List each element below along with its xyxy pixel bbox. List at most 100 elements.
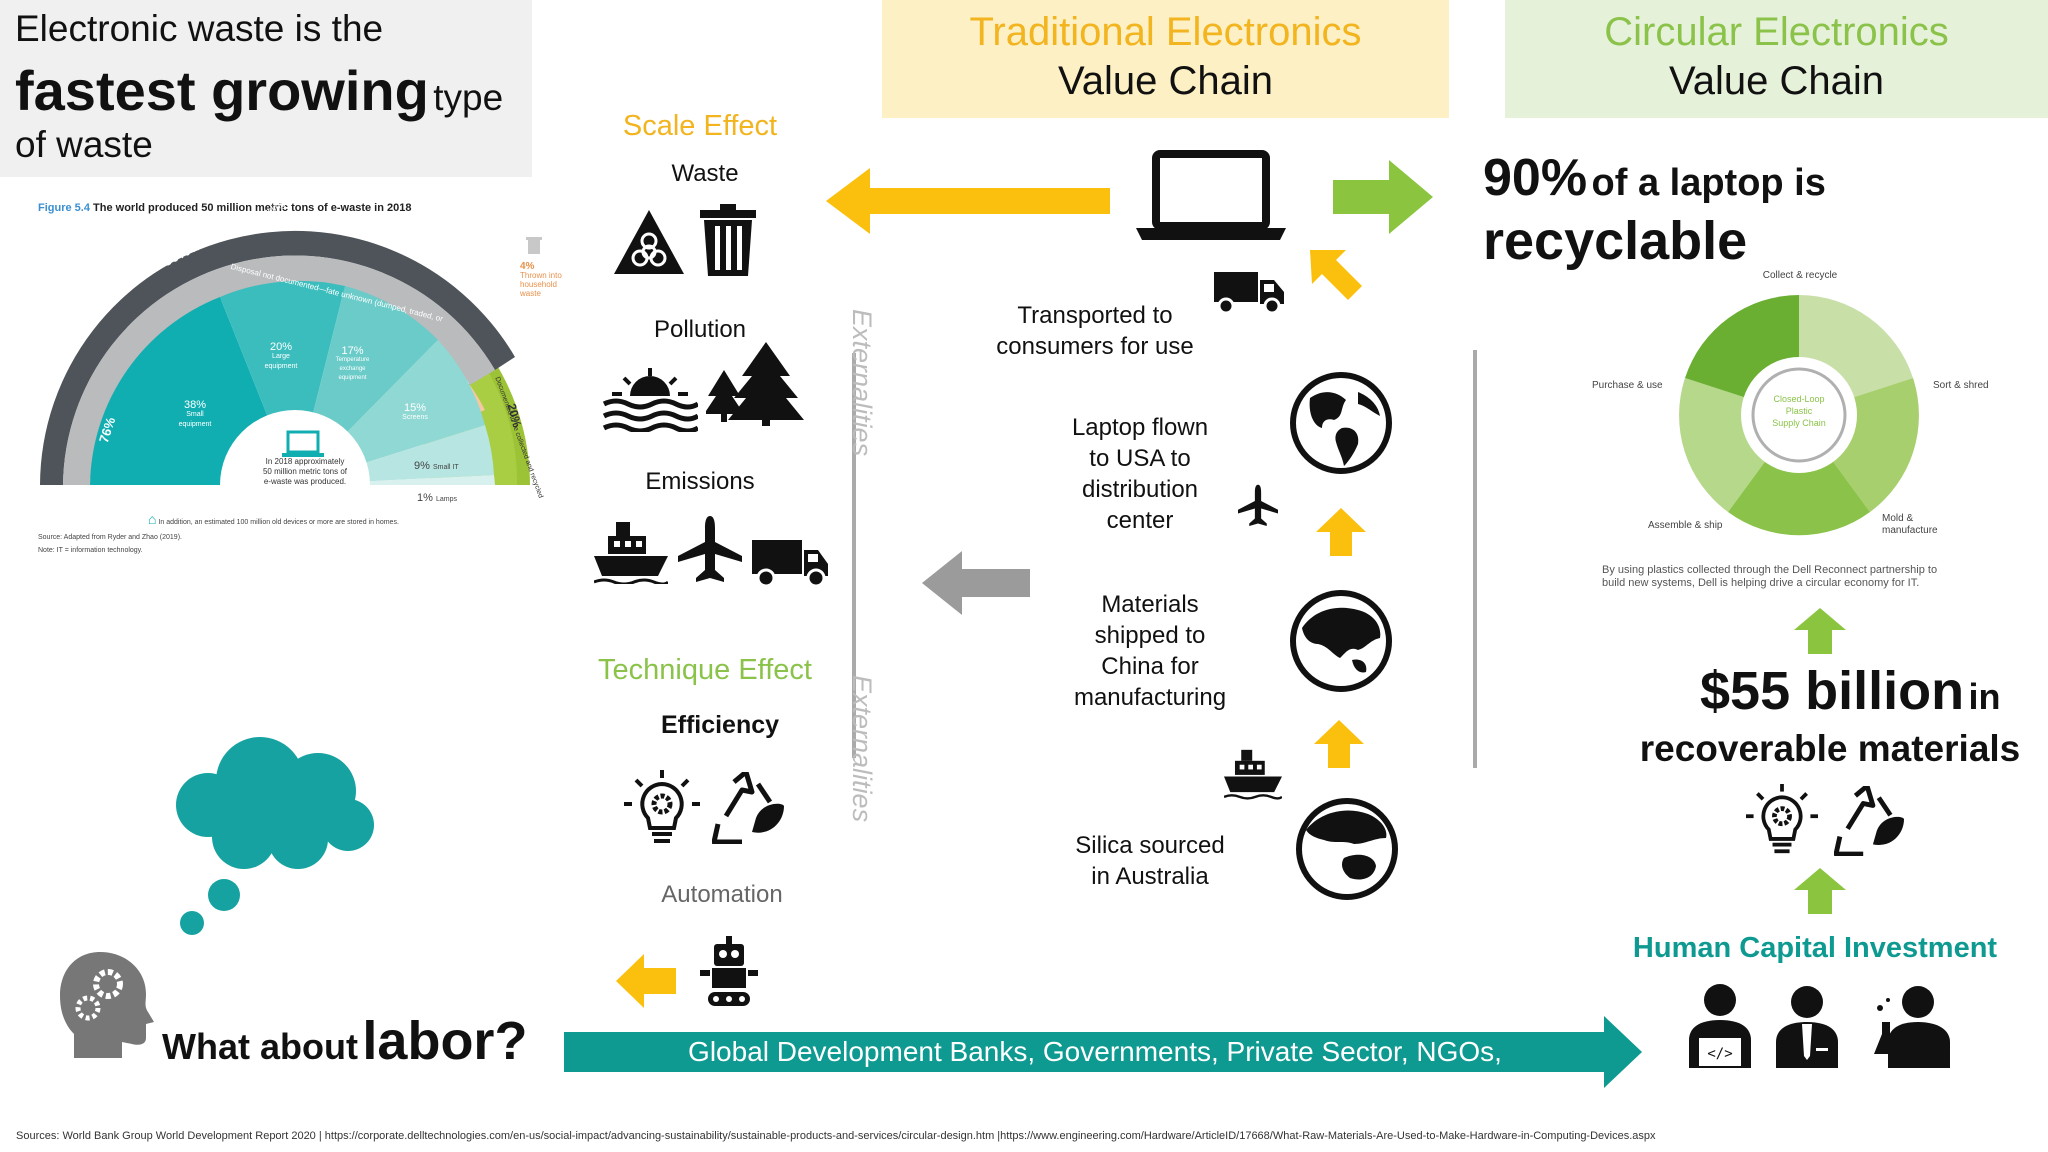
- cycle-bottom-right: Mold & manufacture: [1882, 513, 1938, 537]
- small-trash-icon: [528, 240, 540, 254]
- labor-question: What about labor?: [162, 1010, 527, 1072]
- globe-americas-icon: [1290, 372, 1392, 474]
- figure-note: Note: IT = information technology.: [38, 547, 143, 554]
- billion-amount: $55 billion: [1700, 661, 1965, 721]
- human-capital-title: Human Capital Investment: [1632, 932, 1998, 964]
- seg-screens-pct: 15%: [403, 402, 427, 414]
- headline-big: fastest growing: [15, 59, 429, 122]
- headline-line3: of waste: [15, 124, 153, 165]
- flown-l1: Laptop flown: [1071, 414, 1209, 441]
- cycle-br-l2: manufacture: [1882, 525, 1938, 536]
- development-banner-arrow: [564, 1016, 1642, 1088]
- green-up-arrow-lower: [1794, 868, 1846, 914]
- silica-l1: Silica sourced: [1075, 832, 1225, 859]
- scientist-person-icon: [1874, 986, 1950, 1068]
- home-icon: ⌂: [148, 511, 157, 527]
- pollution-label: Pollution: [653, 316, 747, 343]
- right-divider: [1473, 350, 1477, 768]
- cycle-left: Purchase & use: [1592, 380, 1663, 391]
- cargo-ship-icon: [1224, 749, 1282, 800]
- diagonal-yellow-arrow: [1310, 250, 1362, 300]
- headline-line2: fastest growing type: [15, 58, 503, 123]
- seg-small-l2: equipment: [178, 421, 212, 428]
- waste-label: Waste: [671, 160, 739, 187]
- silica-l2: in Australia: [1091, 863, 1209, 890]
- seg-screens-label: 15% Screens: [390, 403, 440, 423]
- fate-unknown-arc: [63, 255, 495, 485]
- recyclable-line2: recyclable: [1483, 211, 1748, 271]
- circular-recycle-icon: [1834, 786, 1905, 856]
- figure-caption: Figure 5.4 The world produced 50 million…: [38, 202, 412, 214]
- cycle-bottom-left: Assemble & ship: [1648, 520, 1723, 531]
- circular-lightbulb-icon: [1746, 784, 1818, 854]
- airplane-icon: [678, 516, 742, 582]
- scale-effect-title: Scale Effect: [622, 110, 778, 142]
- center-text-l2: 50 million metric tons of: [262, 467, 348, 476]
- sunset-water-icon: [602, 368, 698, 432]
- seg-small-l1: Small: [186, 411, 204, 418]
- seg-temp-l1: Temperature: [335, 357, 370, 363]
- automation-label: Automation: [661, 881, 783, 908]
- truck-icon: [752, 540, 828, 586]
- shipped-text: Materials shipped to China for manufactu…: [1045, 589, 1255, 713]
- recyclable-line1: 90% of a laptop is: [1483, 148, 1826, 208]
- seg-large-l1: Large: [272, 353, 290, 360]
- seg-lamps-label: 1% Lamps: [417, 492, 457, 504]
- cycle-center-l3: Supply Chain: [1772, 418, 1826, 428]
- small-airplane-icon: [1238, 484, 1278, 526]
- flown-l2: to USA to: [1089, 445, 1191, 472]
- up-arrow-2: [1314, 720, 1364, 768]
- recycle-leaf-icon: [712, 772, 784, 844]
- seg-temp-l3: equipment: [338, 375, 367, 381]
- traditional-title-line2: Value Chain: [1058, 59, 1273, 103]
- automation-left-arrow: [616, 954, 676, 1008]
- figure-source: Source: Adapted from Ryder and Zhao (201…: [38, 534, 182, 541]
- closed-loop-cycle: [1679, 295, 1919, 536]
- robot-icon: [700, 936, 758, 1006]
- seg-temp-label: 17% Temperature exchange equipment: [325, 345, 380, 383]
- transported-l1: Transported to: [1017, 302, 1173, 329]
- recyclable-text1: of a laptop is: [1591, 162, 1826, 204]
- emissions-label: Emissions: [645, 468, 755, 495]
- technique-effect-title: Technique Effect: [598, 654, 812, 686]
- circular-title-line2: Value Chain: [1669, 59, 1884, 103]
- globe-asia-icon: [1290, 590, 1392, 692]
- biohazard-icon: [614, 210, 684, 274]
- head-gears-icon: [60, 952, 154, 1058]
- recoverable-text: recoverable materials: [1639, 728, 2021, 769]
- lightbulb-gear-icon: [624, 770, 700, 843]
- old-devices-note: ⌂ In addition, an estimated 100 million …: [148, 511, 399, 527]
- transported-l2: consumers for use: [996, 333, 1194, 360]
- old-devices-text: In addition, an estimated 100 million ol…: [158, 519, 399, 526]
- circular-title-line1: Circular Electronics: [1604, 10, 1949, 54]
- seg-temp-pct: 17%: [341, 345, 364, 357]
- trash-can-icon: [700, 204, 756, 276]
- up-arrow-1: [1316, 508, 1366, 556]
- sources-footer: Sources: World Bank Group World Developm…: [16, 1130, 1656, 1142]
- developer-person-icon: </>: [1689, 984, 1751, 1068]
- flown-l4: center: [1106, 507, 1174, 534]
- externalities-lower: Externalities: [847, 675, 877, 823]
- cycle-caption-l2: build new systems, Dell is helping drive…: [1602, 577, 1920, 589]
- labor-word: labor?: [362, 1011, 528, 1071]
- business-person-icon: [1776, 986, 1838, 1068]
- svg-text:</>: </>: [1707, 1046, 1732, 1062]
- cycle-caption-l1: By using plastics collected through the …: [1602, 564, 1938, 576]
- seg-smallit-pct: 9%: [414, 460, 430, 472]
- thrown-l1: Thrown into: [520, 271, 562, 280]
- flown-text: Laptop flown to USA to distribution cent…: [1040, 412, 1240, 536]
- development-banner-text: Global Development Banks, Governments, P…: [688, 1036, 1502, 1067]
- yellow-left-arrow: [826, 168, 1110, 234]
- thrown-l3: waste: [520, 289, 541, 298]
- seg-lamps-l1: Lamps: [435, 496, 457, 503]
- green-up-arrow-upper: [1794, 608, 1846, 654]
- externalities-upper: Externalities: [847, 309, 877, 457]
- billion-line: $55 billion in: [1700, 660, 2001, 722]
- cycle-br-l1: Mold &: [1882, 513, 1914, 524]
- ewaste-figure: [30, 230, 580, 530]
- globe-australia-icon: [1296, 798, 1398, 900]
- seg-small-label: 38% Small equipment: [170, 400, 220, 430]
- ship-icon: [594, 522, 668, 584]
- flown-l3: distribution: [1081, 476, 1199, 503]
- figure-title: The world produced 50 million metric ton…: [93, 202, 412, 214]
